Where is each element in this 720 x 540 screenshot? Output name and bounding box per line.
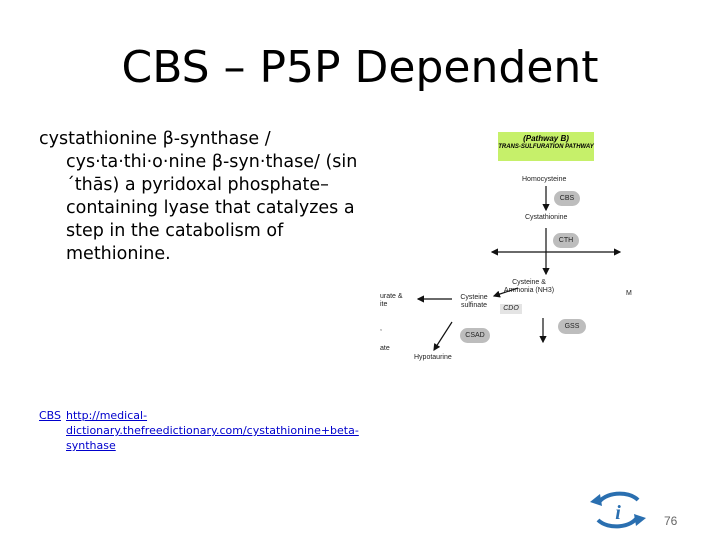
enzyme-cdo: CDO: [500, 304, 522, 314]
label-homocysteine: Homocysteine: [522, 176, 567, 183]
label-left-bottom: ate: [380, 345, 390, 352]
diagram-arrows: [416, 186, 622, 352]
label-cysteine-sulfinate: Cysteine sulfinate: [460, 294, 488, 309]
label-cystathionine: Cystathionine: [525, 214, 568, 221]
label-left-top-2: ite: [380, 301, 388, 308]
pathway-title: (Pathway B): [523, 134, 569, 143]
arrow-cysteine-sulfinate: [492, 287, 519, 298]
svg-text:i: i: [615, 502, 621, 524]
reference-url-link[interactable]: http://medical-dictionary.thefreediction…: [66, 409, 359, 452]
label-left-top: urate &: [380, 293, 403, 300]
enzyme-csad: CSAD: [460, 328, 490, 343]
reference-label-link[interactable]: CBS: [39, 409, 62, 422]
transsulfuration-diagram: (Pathway B) TRANS-SULFURATION PATHWAY Ho…: [380, 128, 640, 368]
label-left-mid: ,: [380, 325, 382, 332]
enzyme-cbs: CBS: [554, 191, 580, 206]
pathway-label-box: (Pathway B) TRANS-SULFURATION PATHWAY: [498, 132, 594, 161]
pathway-subtitle: TRANS-SULFURATION PATHWAY: [498, 144, 594, 150]
arrow-sulfinate-hypotaurine: [433, 321, 453, 352]
page-number: 76: [664, 514, 678, 528]
label-hypotaurine: Hypotaurine: [414, 354, 452, 361]
slide-title: CBS – P5P Dependent: [121, 42, 599, 93]
label-right-edge: M: [626, 290, 632, 297]
definition-text: cystathionine β-synthase / cys·ta·thi·o·…: [39, 129, 358, 264]
reference-citation: CBS http://medical-dictionary.thefreedic…: [39, 408, 359, 452]
enzyme-gss: GSS: [558, 319, 586, 334]
label-cysteine-ammonia: Cysteine & Ammonia (NH3): [503, 279, 555, 294]
info-cycle-icon[interactable]: i: [588, 486, 648, 538]
enzyme-cth: CTH: [553, 233, 579, 248]
